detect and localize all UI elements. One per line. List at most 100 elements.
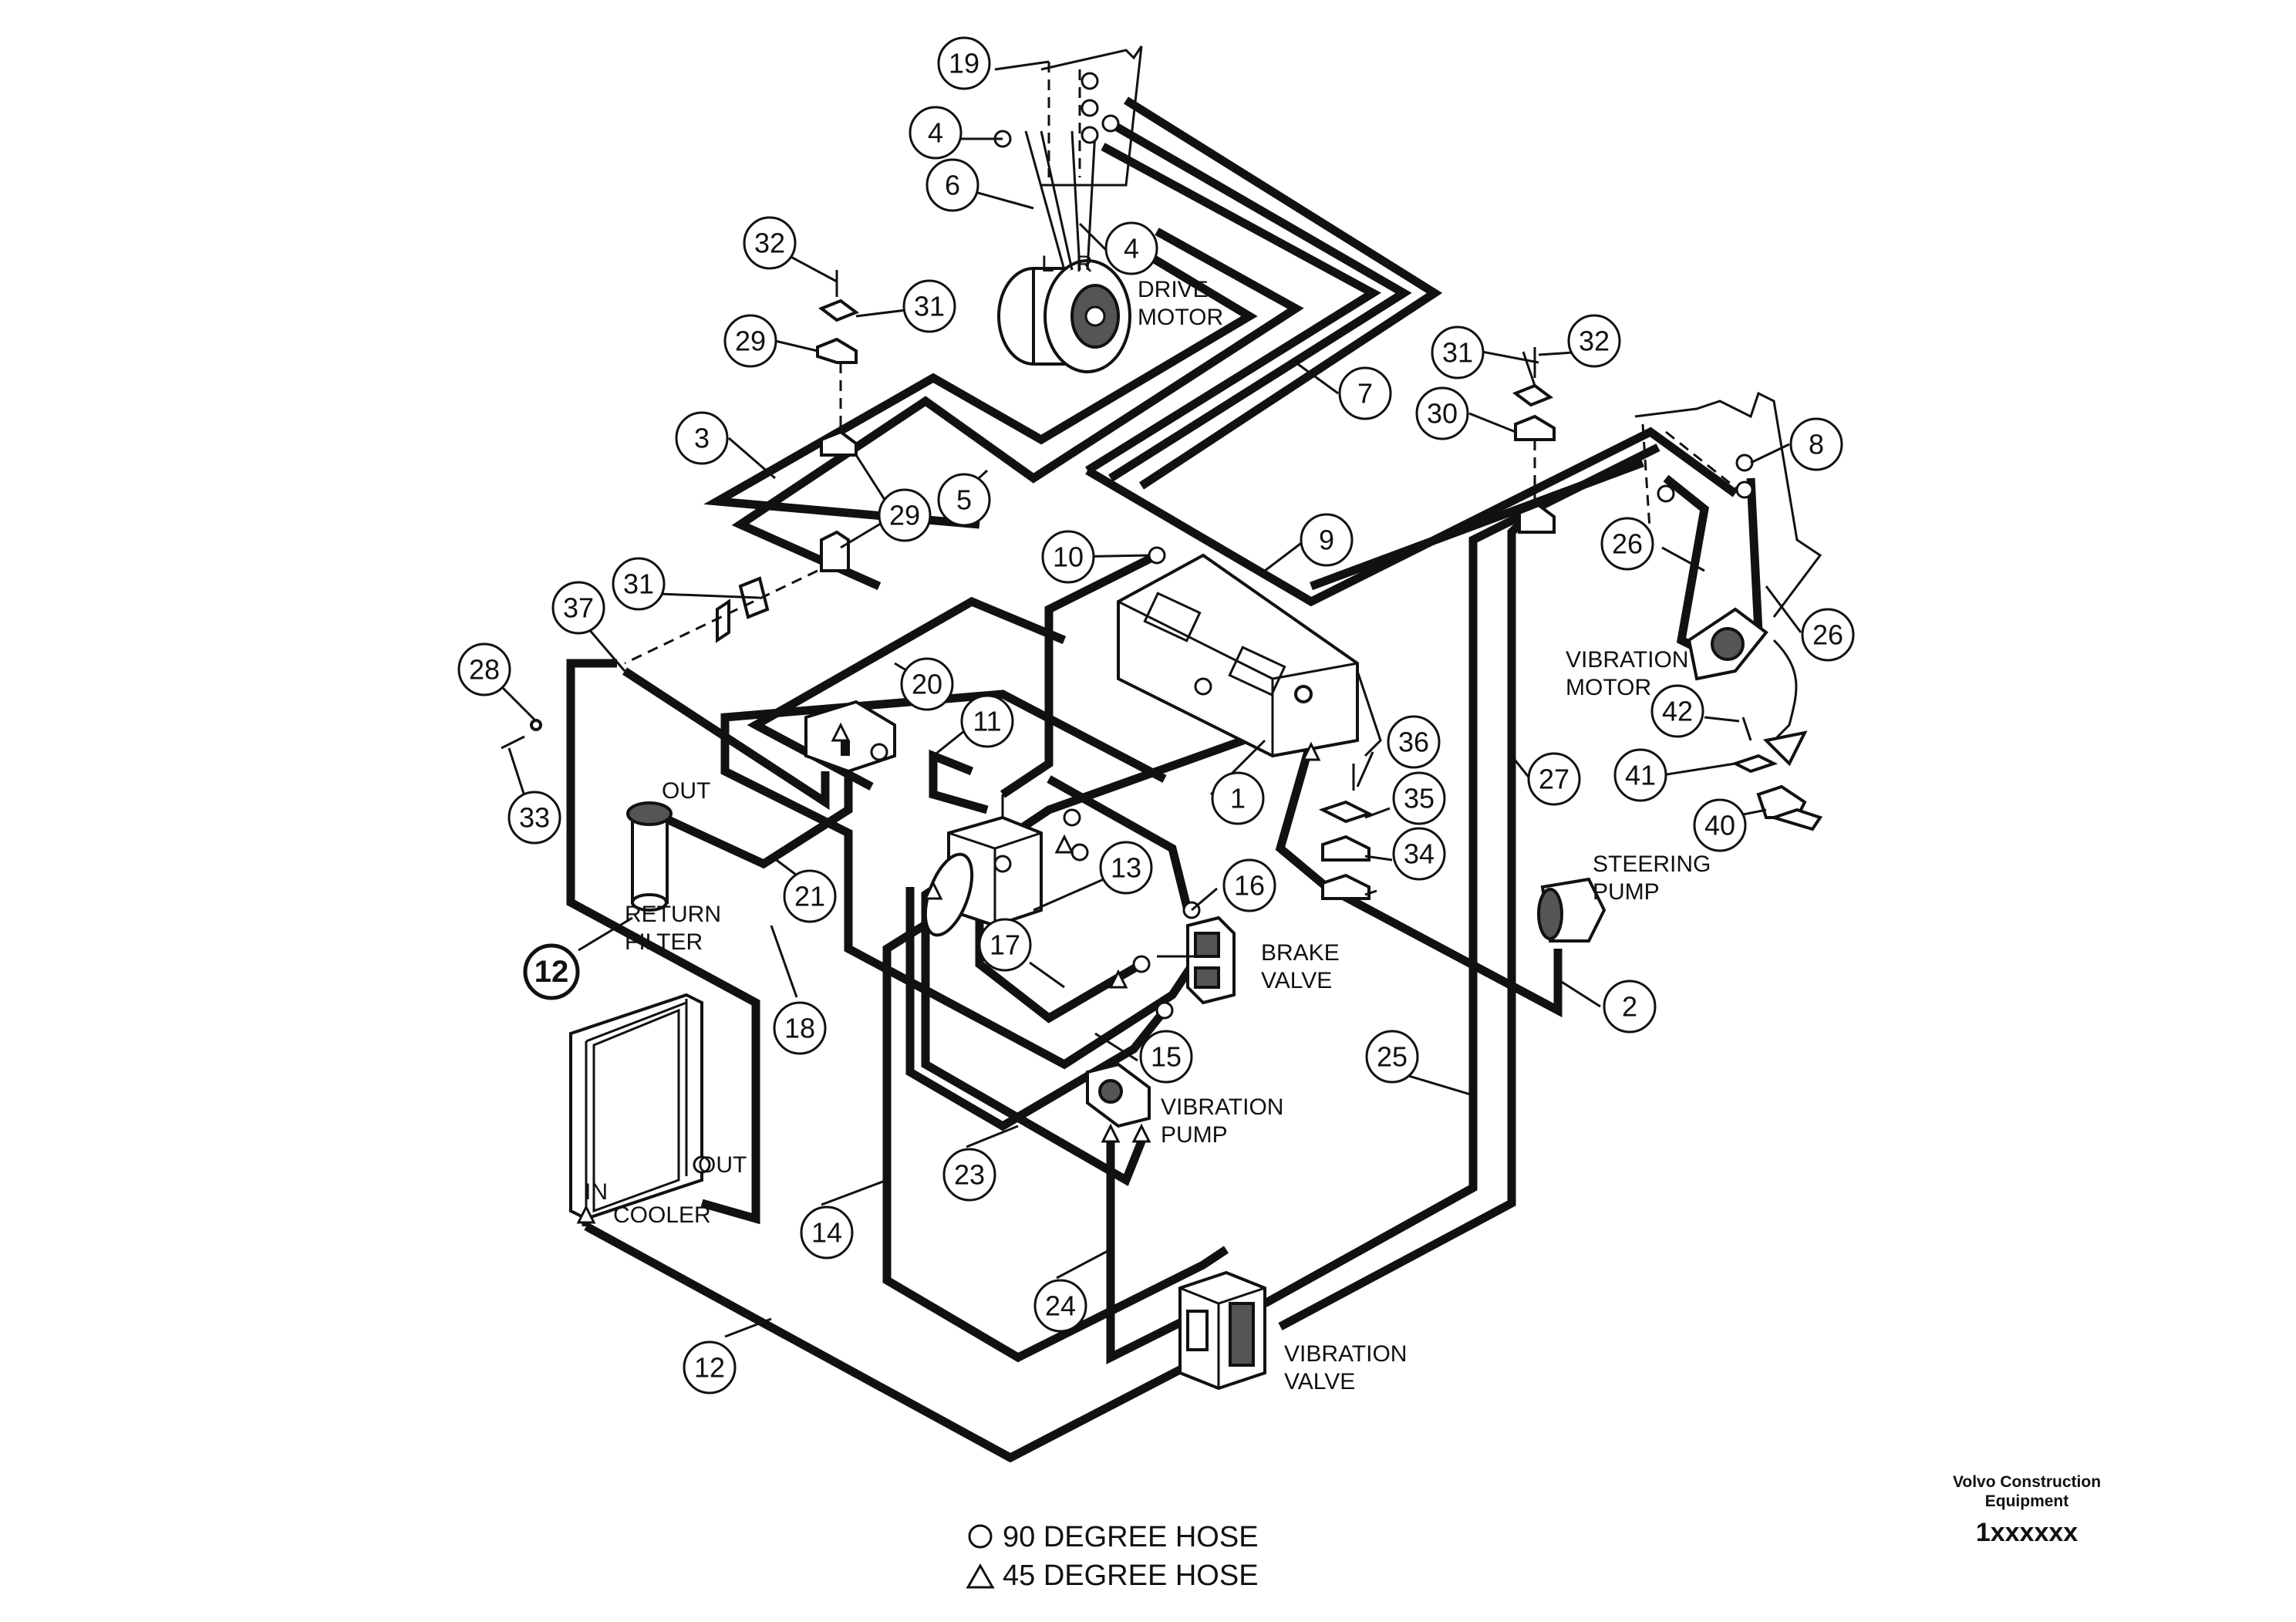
fitting-45-icon [831,722,851,742]
vibration-motor-icon [1687,607,1808,767]
svg-text:15: 15 [1151,1041,1182,1073]
hose-14 [882,906,1229,1363]
hose-24 [1106,1134,1205,1364]
svg-text:20: 20 [912,669,942,700]
svg-text:37: 37 [563,592,594,624]
hose-27 [1278,506,1538,1330]
hose-12-lower [584,1222,1221,1463]
balloon-31b: 31 [1431,325,1485,379]
balloon-16: 16 [1222,858,1276,912]
fitting-45-icon [576,1204,596,1224]
svg-text:5: 5 [956,484,972,516]
svg-text:36: 36 [1398,727,1429,758]
vibration-bulkhead-icon [1634,391,1822,618]
svg-text:13: 13 [1111,852,1141,884]
balloon-6: 6 [925,158,979,212]
hose-12-upper [566,659,760,1225]
label-line: DRIVE [1138,277,1209,302]
clamp-hardware-mid-icon [1318,764,1374,900]
hose-7b [1108,120,1412,482]
balloon-29a: 29 [723,314,777,368]
balloon-17: 17 [978,918,1032,972]
svg-text:32: 32 [1579,325,1610,357]
hose-11 [929,749,989,814]
balloon-5: 5 [937,473,991,527]
legend-45-degree-icon [966,1563,995,1589]
fitting-90-icon [1148,546,1166,565]
label-line: RETURN [625,902,721,927]
brake-valve-icon [1157,916,1236,1005]
balloon-11: 11 [960,694,1014,748]
drive-bulkhead-icon [993,46,1143,187]
drive-motor-icon [997,130,1131,373]
hose-15 [905,887,1168,1131]
balloon-41: 41 [1613,748,1667,802]
svg-text:31: 31 [1442,337,1473,369]
fitting-symbols [576,546,1321,1224]
hose-10 [1000,551,1159,798]
balloon-15: 15 [1139,1030,1193,1084]
hose-7 [1085,143,1381,474]
balloon-7: 7 [1338,366,1392,420]
balloon-29b: 29 [878,488,932,542]
label-cooler-out: OUT [698,1152,747,1178]
svg-text:28: 28 [469,654,500,686]
svg-text:4: 4 [928,117,943,149]
svg-text:30: 30 [1427,398,1458,430]
balloon-12: 12 [683,1340,737,1394]
fitting-90-icon [1132,955,1151,973]
balloon-26a: 26 [1600,517,1654,571]
balloon-10: 10 [1041,530,1095,584]
balloon-2: 2 [1603,980,1657,1034]
clamp-hardware-lower-right-icon [1731,717,1823,831]
label-line: Volvo Construction [1953,1473,2101,1491]
label-line: PUMP [1161,1122,1228,1148]
svg-text:26: 26 [1612,528,1643,560]
hose-7c [1124,96,1443,490]
balloon-36: 36 [1387,715,1441,769]
svg-text:19: 19 [949,48,979,79]
balloon-12-bold: 12 [523,943,580,1000]
balloon-4b: 4 [1104,221,1158,275]
components: L R [501,46,1823,1391]
vibration-pump-icon [1086,1062,1151,1128]
balloon-40: 40 [1693,798,1747,852]
svg-text:21: 21 [794,881,825,912]
svg-text:4: 4 [1124,233,1139,265]
return-filter-icon [626,801,673,912]
svg-text:17: 17 [990,929,1020,961]
fitting-45-icon [1108,969,1128,989]
fitting-45-icon [923,880,943,900]
control-box-icon [1117,553,1382,758]
legend: 90 DEGREE HOSE 45 DEGREE HOSE [966,1521,1259,1592]
label-line: BRAKE [1261,940,1340,966]
svg-text:32: 32 [754,228,785,259]
balloon-9: 9 [1300,513,1354,567]
label-line: PUMP [1593,879,1660,905]
svg-text:31: 31 [914,291,945,322]
hose-37 [622,667,830,811]
label-line: MOTOR [1566,675,1651,700]
hose-9 [1085,427,1738,607]
svg-text:33: 33 [519,802,550,834]
balloon-37: 37 [551,581,605,635]
central-valve-block-icon [923,794,1043,937]
label-line: VALVE [1261,968,1332,993]
doc-number: 1xxxxxx [1976,1518,2078,1547]
label-line: STEERING [1593,851,1711,877]
fitting-90-icon [1063,808,1081,827]
balloon-25: 25 [1365,1030,1419,1084]
label-line: VIBRATION [1566,647,1688,673]
legend-45-degree-label: 45 DEGREE HOSE [1003,1560,1259,1592]
hose-21 [661,764,853,869]
balloon-26b: 26 [1801,608,1855,662]
svg-text:14: 14 [811,1217,842,1249]
